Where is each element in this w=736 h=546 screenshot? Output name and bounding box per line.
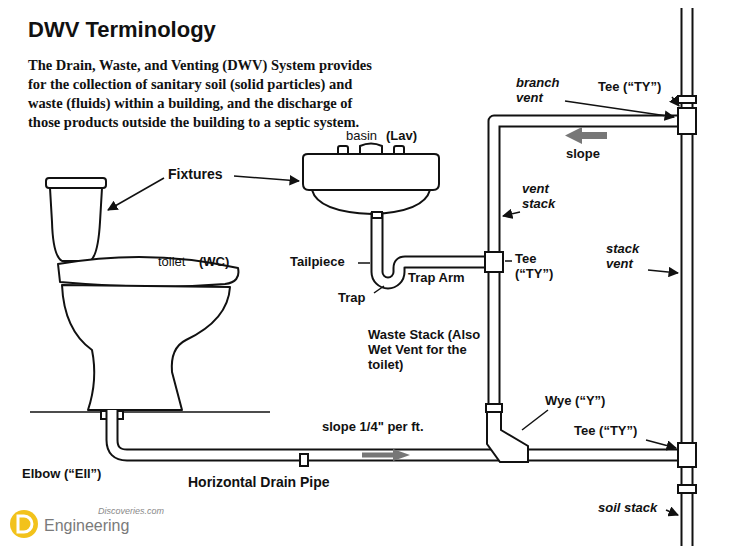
pipe-fitting xyxy=(485,252,503,272)
part-label: Trap Arm xyxy=(408,271,465,286)
pipe-label: branch vent xyxy=(516,76,576,106)
leader-line xyxy=(503,212,520,216)
toilet-fixture xyxy=(30,178,270,419)
watermark-logo xyxy=(18,516,32,532)
slope-arrow xyxy=(362,449,410,461)
toilet-fixture xyxy=(46,178,106,188)
pipe-label: vent stack xyxy=(522,182,572,212)
slope-label: slope xyxy=(566,147,600,162)
fitting-label: Wye (“Y”) xyxy=(545,394,605,409)
leader-line xyxy=(234,176,299,181)
pipe-label: Horizontal Drain Pipe xyxy=(188,474,330,490)
leader-line xyxy=(358,262,370,264)
pipe-fitting xyxy=(678,108,696,134)
pipe-fitting xyxy=(372,212,382,218)
leader-line xyxy=(505,260,512,262)
leader-line xyxy=(108,97,679,515)
leader-line xyxy=(565,101,674,117)
pipe-label: Waste Stack (Also Wet Vent for the toile… xyxy=(368,328,482,373)
leader-line xyxy=(648,270,678,273)
diagram-title: DWV Terminology xyxy=(28,17,216,42)
pipe-fitting xyxy=(486,404,502,412)
basin-fixture xyxy=(303,144,439,215)
fixture-label: Fixtures xyxy=(168,166,222,182)
pipe-outline xyxy=(494,121,682,440)
slope-label: slope 1/4" per ft. xyxy=(322,420,424,435)
fitting-label: Tee (“TY”) xyxy=(598,80,661,95)
basin-fixture xyxy=(303,154,439,190)
pipe-fitting xyxy=(678,443,696,467)
slope-arrow xyxy=(362,127,607,461)
leader-line xyxy=(672,97,679,106)
leader-line xyxy=(374,286,384,293)
watermark: Engineering xyxy=(44,517,129,535)
part-label: (Lav) xyxy=(386,129,417,144)
pipe-outline xyxy=(112,410,682,455)
pipe-bore xyxy=(494,121,682,440)
pipe-fitting xyxy=(678,96,696,103)
pipe-fitting xyxy=(487,412,528,462)
part-label: basin xyxy=(346,129,377,144)
fitting-label: Tee (“TY”) xyxy=(574,424,637,439)
pipe-bore xyxy=(112,410,682,455)
part-label: (WC) xyxy=(199,255,229,270)
leader-line xyxy=(108,178,164,210)
basin-fixture xyxy=(312,190,430,214)
toilet-fixture xyxy=(50,188,102,261)
pipe-fitting xyxy=(300,96,696,493)
part-label: Trap xyxy=(338,291,365,306)
part-label: toilet xyxy=(158,255,185,270)
fitting-label: Elbow (“Ell”) xyxy=(22,467,101,482)
leader-line xyxy=(666,510,678,515)
pipe-fitting xyxy=(678,485,696,493)
pipe-label: soil stack xyxy=(598,501,657,516)
watermark-logo xyxy=(10,510,38,538)
part-label: Tailpiece xyxy=(290,255,345,270)
leader-line xyxy=(522,410,548,430)
intro-note: The Drain, Waste, and Venting (DWV) Syst… xyxy=(28,56,378,132)
slope-arrow xyxy=(565,127,607,144)
leader-line xyxy=(646,440,676,448)
fitting-label: Tee (“TY”) xyxy=(515,252,561,282)
watermark: Discoveries.com xyxy=(98,506,164,516)
toilet-fixture xyxy=(30,411,270,413)
toilet-fixture xyxy=(62,285,230,410)
pipe-fitting xyxy=(300,454,308,466)
pipe-label: stack vent xyxy=(606,242,656,272)
watermark-logo xyxy=(10,510,38,538)
